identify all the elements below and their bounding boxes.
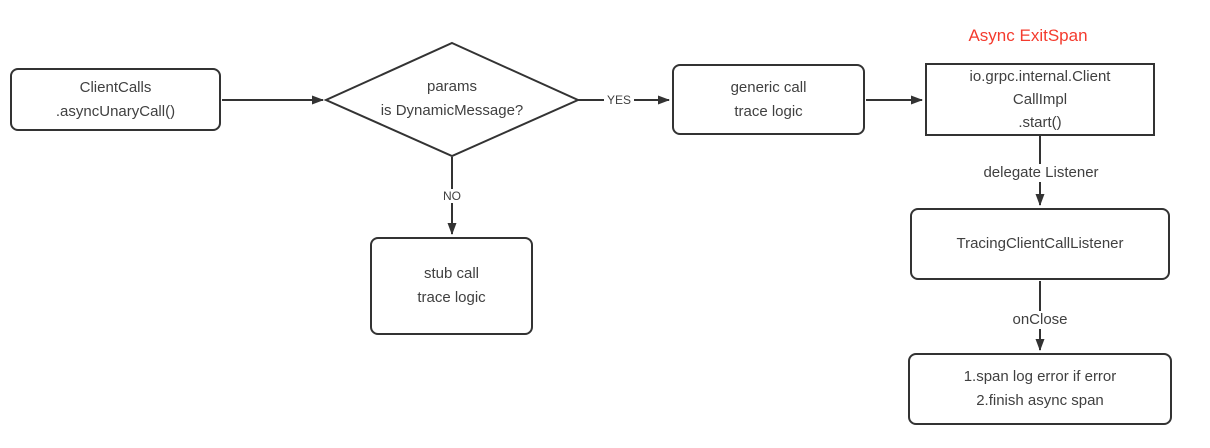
edge-label-no: NO <box>440 189 464 203</box>
node-generic-call-line2: trace logic <box>734 102 803 120</box>
node-client-calls: ClientCalls .asyncUnaryCall() <box>10 68 221 131</box>
node-client-calls-line1: ClientCalls <box>79 78 152 96</box>
node-stub-call-line1: stub call <box>423 265 480 282</box>
node-client-calls-line2: .asyncUnaryCall() <box>55 102 176 120</box>
node-stub-call-line2: trace logic <box>417 289 486 306</box>
node-tracing-listener: TracingClientCallListener <box>910 208 1170 280</box>
node-grpc-impl: io.grpc.internal.Client CallImpl .start(… <box>925 63 1155 136</box>
node-grpc-impl-line2: CallImpl <box>1012 91 1068 108</box>
edge-label-delegate-listener: delegate Listener <box>980 164 1102 182</box>
node-grpc-impl-line3: .start() <box>1018 114 1062 131</box>
node-span-finish: 1.span log error if error 2.finish async… <box>908 353 1172 425</box>
node-generic-call-line1: generic call <box>730 78 807 96</box>
decision-diamond <box>323 41 581 158</box>
node-span-finish-line1: 1.span log error if error <box>963 368 1117 385</box>
node-grpc-impl-line1: io.grpc.internal.Client <box>969 68 1111 85</box>
node-generic-call: generic call trace logic <box>672 64 865 135</box>
node-span-finish-line2: 2.finish async span <box>976 392 1104 409</box>
edge-label-onclose: onClose <box>1009 311 1071 329</box>
async-exitspan-annotation: Async ExitSpan <box>968 26 1088 45</box>
edge-label-yes: YES <box>604 93 635 107</box>
node-stub-call: stub call trace logic <box>370 237 533 335</box>
node-tracing-listener-line1: TracingClientCallListener <box>956 235 1124 252</box>
